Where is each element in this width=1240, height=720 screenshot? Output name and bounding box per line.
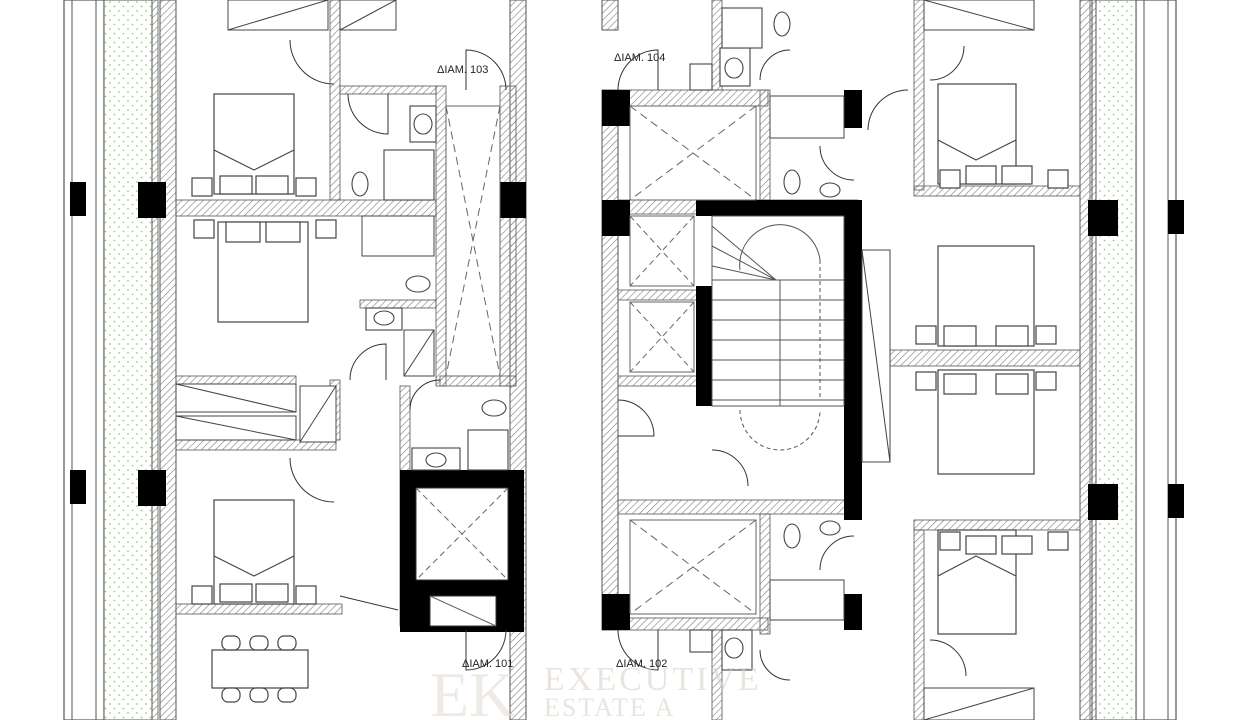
central-corridor [509,0,619,720]
stair-core [711,215,845,451]
wardrobes [175,0,1035,720]
left-garden-strip [63,0,159,720]
unit-label-101: ΔΙΑΜ. 101 [462,658,513,670]
watermark-line1: EXECUTIVE [544,661,762,698]
right-interior-walls [617,0,1081,720]
unit-label-103: ΔΙΑΜ. 103 [437,64,488,76]
watermark-logo: EK EXECUTIVE ESTATE A [430,659,762,720]
unit-label-102: ΔΙΑΜ. 102 [616,658,667,670]
unit-label-104: ΔΙΑΜ. 104 [614,52,665,64]
exterior-walls [159,0,1093,720]
balcony-columns [70,182,1184,518]
right-garden-strip [1089,0,1177,720]
door-swings [289,39,967,681]
beds [191,83,1069,635]
structural-columns [138,90,1118,630]
service-shafts [445,105,757,615]
watermark-line2: ESTATE A [544,693,676,720]
bath-fixtures [351,7,841,671]
elevator-shaft [400,470,524,632]
dining-table [211,635,309,703]
watermark-monogram: EK [430,659,515,720]
